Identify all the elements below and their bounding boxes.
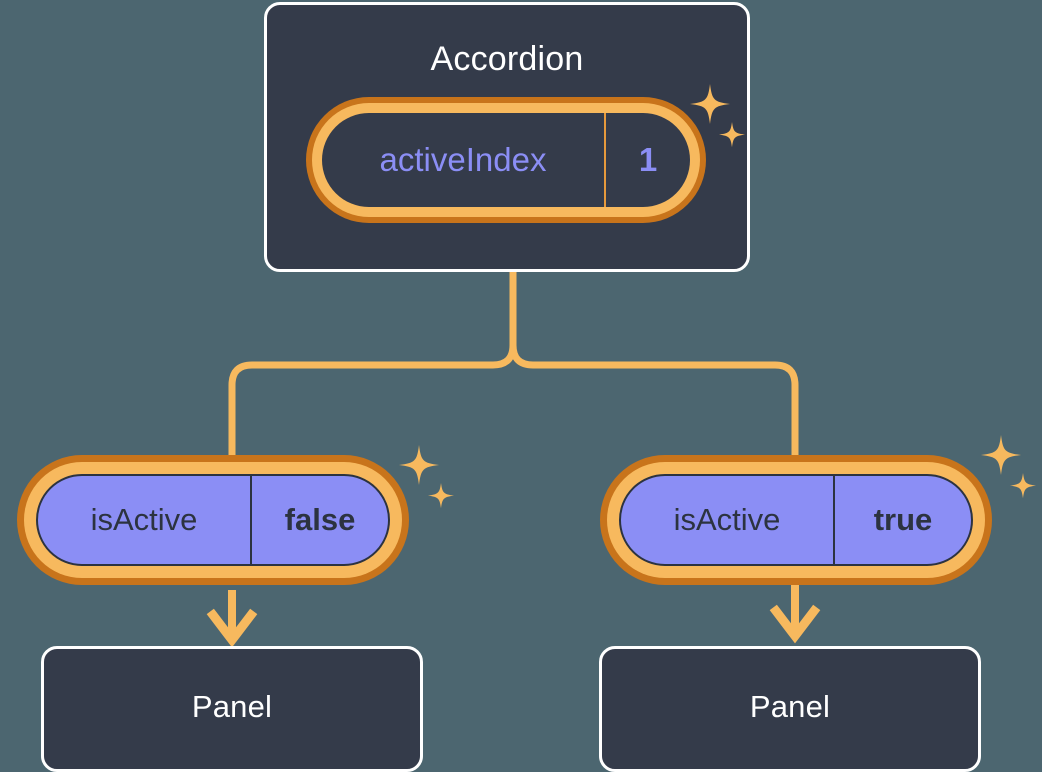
arrow-down-icon-left — [206, 590, 258, 648]
connector-left-branch — [228, 268, 517, 459]
accordion-title: Accordion — [430, 40, 584, 78]
state-key-isactive-left: isActive — [38, 476, 252, 564]
state-pill-ring: isActive false — [24, 462, 402, 578]
panel-title-right: Panel — [749, 689, 831, 724]
panel-title-left: Panel — [191, 689, 273, 724]
arrow-down-icon-right — [769, 585, 821, 644]
state-pill-isactive-left[interactable]: isActive false — [17, 455, 409, 585]
state-pill-body: activeIndex 1 — [322, 113, 690, 207]
sparkle-cluster-right — [981, 435, 1036, 499]
state-value-isactive-right: true — [873, 502, 933, 537]
state-pill-body: isActive false — [36, 474, 390, 566]
state-pill-ring: activeIndex 1 — [312, 103, 700, 217]
sparkle-small-icon — [428, 483, 454, 509]
sparkle-cluster-accordion — [690, 84, 745, 148]
sparkle-icon — [690, 84, 730, 124]
state-value-activeindex: 1 — [638, 141, 658, 178]
state-pill-ring: isActive true — [607, 462, 985, 578]
state-pill-activeindex[interactable]: activeIndex 1 — [306, 97, 706, 223]
panel-component-box-left[interactable]: Panel — [41, 646, 423, 772]
state-value-isactive-left: false — [284, 502, 356, 537]
state-key-isactive-right: isActive — [621, 476, 835, 564]
sparkle-cluster-left — [399, 445, 454, 509]
sparkle-small-icon — [1010, 473, 1036, 499]
state-pill-body: isActive true — [619, 474, 973, 566]
state-key-activeindex: activeIndex — [322, 113, 606, 207]
state-pill-isactive-right[interactable]: isActive true — [600, 455, 992, 585]
sparkle-icon — [981, 435, 1021, 475]
connector-right-branch — [509, 268, 799, 459]
sparkle-icon — [399, 445, 439, 485]
sparkle-small-icon — [719, 122, 745, 148]
panel-component-box-right[interactable]: Panel — [599, 646, 981, 772]
